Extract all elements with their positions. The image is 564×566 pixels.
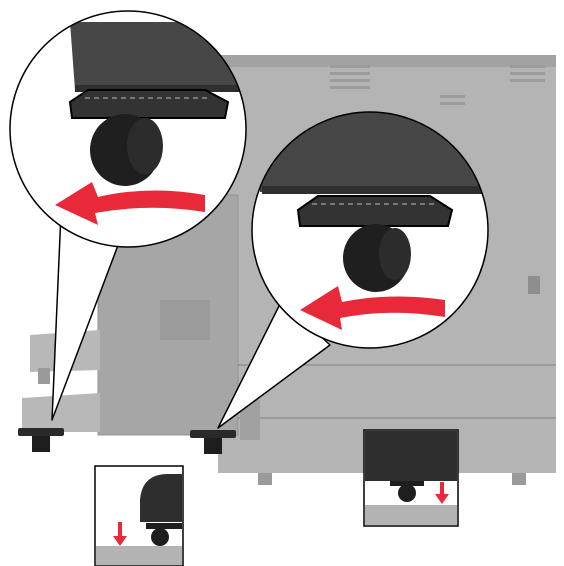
zoom-callout-right bbox=[250, 112, 490, 348]
leveling-plate-icon bbox=[70, 90, 228, 118]
inset-wheel-lowered bbox=[95, 466, 183, 566]
floor-caster-left bbox=[18, 428, 64, 452]
zoom-callout-left bbox=[10, 11, 246, 247]
inset-wheel-raised bbox=[364, 430, 458, 526]
leveling-plate-icon bbox=[298, 196, 452, 226]
